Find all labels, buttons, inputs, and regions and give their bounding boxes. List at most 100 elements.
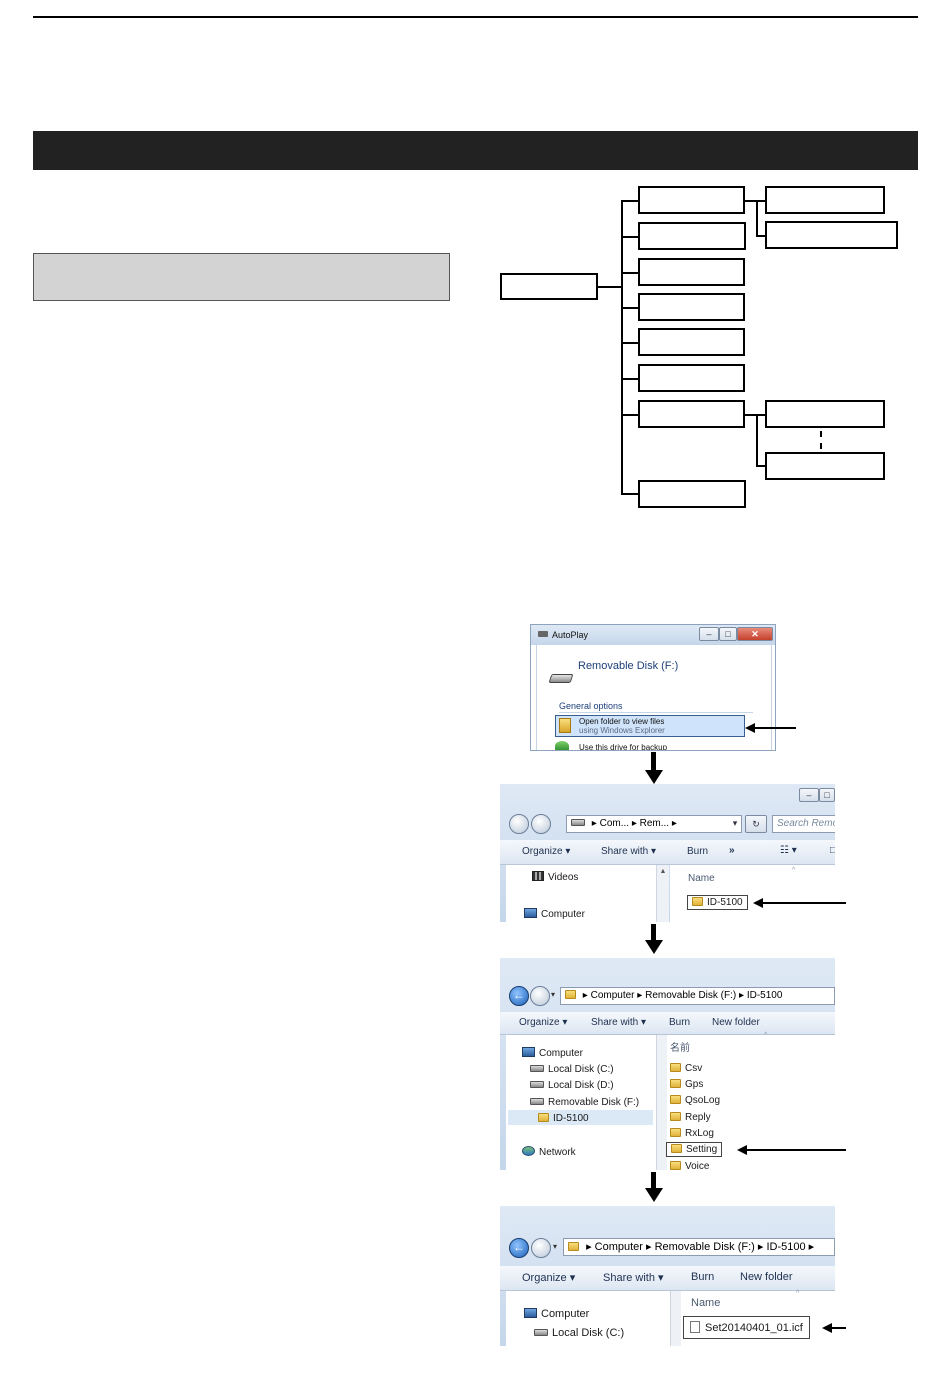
forward-button[interactable] [530,986,550,1006]
tree-subfolder-box [765,452,885,480]
tree-sub-branch [756,200,766,202]
tree-sub-branch [756,465,766,467]
pointer-arrow-line [746,1149,846,1151]
back-button[interactable] [509,814,529,834]
nav-item-computer[interactable]: Computer [524,908,585,920]
address-bar[interactable]: ▸ Computer ▸ Removable Disk (F:) ▸ ID-51… [560,987,835,1005]
folder-icon [671,1144,682,1153]
column-header-name[interactable]: 名前 [670,1043,690,1054]
back-button[interactable]: ← [509,1238,529,1258]
videos-icon [532,871,544,881]
address-crumb-computer[interactable]: Com... [599,818,630,829]
address-crumb-computer[interactable]: Computer [594,1241,643,1253]
address-crumb-computer[interactable]: Computer [590,990,635,1001]
nav-item-id5100[interactable]: ID-5100 [538,1113,589,1124]
nav-item-removable-disk[interactable]: Removable Disk (F:) [530,1097,639,1108]
file-item-qsolog[interactable]: QsoLog [670,1095,720,1106]
back-button[interactable]: ← [509,986,529,1006]
address-dropdown-button[interactable]: ▾ [732,818,738,828]
address-crumb-id5100[interactable]: ID-5100 [746,990,783,1001]
history-dropdown-icon[interactable]: ▾ [553,1242,558,1251]
burn-button[interactable]: Burn [687,846,709,857]
search-input[interactable]: Search Remo [772,815,835,833]
preview-pane-button[interactable]: □ [830,845,835,856]
sort-indicator-icon: ^ [764,1032,768,1039]
new-folder-button[interactable]: New folder [740,1271,793,1283]
address-separator: ▸ [637,990,646,1001]
history-dropdown-icon[interactable]: ▾ [551,990,556,999]
minimize-button[interactable]: – [799,788,819,802]
close-button[interactable]: ✕ [737,627,773,641]
address-crumb-removable[interactable]: Removable Disk (F:) [645,990,737,1001]
folder-icon [568,1242,579,1251]
general-options-label: General options [559,701,623,711]
nav-scrollbar[interactable] [656,1035,667,1170]
open-folder-option[interactable]: Open folder to view files using Windows … [555,715,745,737]
maximize-button[interactable]: □ [719,627,737,641]
new-folder-button[interactable]: New folder [712,1017,760,1028]
open-folder-line2: using Windows Explorer [579,726,665,735]
nav-item-local-disk-c[interactable]: Local Disk (C:) [534,1327,624,1339]
file-item-voice[interactable]: Voice [670,1161,709,1170]
flow-arrow-head [645,1188,663,1202]
removable-disk-icon [548,674,574,683]
view-options-button[interactable]: ☷ ▾ [780,845,797,856]
share-with-button[interactable]: Share with ▾ [603,1272,664,1284]
share-with-button[interactable]: Share with ▾ [591,1017,647,1028]
sort-indicator-icon: ^ [792,867,796,874]
tree-branch [621,493,639,495]
computer-icon [524,1308,537,1318]
address-separator: ▸ [582,990,591,1001]
organize-button[interactable]: Organize ▾ [522,1272,576,1284]
file-item-rxlog[interactable]: RxLog [670,1128,714,1139]
address-separator: ▸ [646,1241,655,1253]
organize-button[interactable]: Organize ▾ [519,1017,568,1028]
minimize-button[interactable]: – [699,627,719,641]
nav-item-computer[interactable]: Computer [522,1047,583,1059]
backup-option[interactable]: Use this drive for backup [579,743,668,751]
maximize-button[interactable]: □ [819,788,835,802]
address-bar[interactable]: ▸ Com... ▸ Rem... ▸ [566,815,742,833]
tree-branch [621,342,639,344]
file-item-gps[interactable]: Gps [670,1079,703,1090]
nav-item-videos[interactable]: Videos [532,871,578,883]
nav-item-computer[interactable]: Computer [524,1308,589,1320]
burn-button[interactable]: Burn [669,1017,691,1028]
column-header-name[interactable]: Name [688,873,715,884]
nav-scrollbar[interactable] [670,1291,681,1346]
forward-button[interactable] [531,1238,551,1258]
scroll-up-icon[interactable]: ▲ [659,868,667,875]
column-header-name[interactable]: Name [691,1297,721,1309]
nav-item-network[interactable]: Network [522,1146,576,1158]
file-item-id5100[interactable]: ID-5100 [687,895,748,910]
file-item-reply[interactable]: Reply [670,1112,711,1123]
nav-item-local-disk-c[interactable]: Local Disk (C:) [530,1064,614,1075]
nav-scrollbar[interactable]: ▲ [656,865,669,922]
local-disk-icon [530,1081,544,1088]
burn-button[interactable]: Burn [691,1271,715,1283]
computer-icon [522,1047,535,1057]
tree-branch [621,378,639,380]
file-item-csv[interactable]: Csv [670,1063,702,1074]
address-crumb-removable[interactable]: Rem... [639,818,670,829]
organize-button[interactable]: Organize ▾ [522,846,571,857]
address-crumb-removable[interactable]: Removable Disk (F:) [654,1241,755,1253]
tree-branch [621,236,639,238]
share-with-button[interactable]: Share with ▾ [601,846,657,857]
tree-folder-box [638,480,746,508]
address-crumb-id5100[interactable]: ID-5100 [766,1241,806,1253]
flow-arrow-head [645,940,663,954]
address-bar[interactable]: ▸ Computer ▸ Removable Disk (F:) ▸ ID-51… [563,1238,835,1256]
forward-button[interactable] [531,814,551,834]
more-commands-button[interactable]: » [729,845,735,856]
file-item-setting[interactable]: Setting [666,1142,723,1157]
address-separator: ▸ [591,818,600,829]
open-folder-line1: Open folder to view files [579,717,665,726]
file-item-icf[interactable]: Set20140401_01.icf [683,1316,810,1339]
folder-icon [670,1161,681,1170]
local-disk-icon [534,1329,548,1336]
nav-item-local-disk-d[interactable]: Local Disk (D:) [530,1080,614,1091]
refresh-button[interactable]: ↻ [745,815,767,833]
address-separator: ▸ [631,818,640,829]
tree-ellipsis-dash [820,431,822,449]
